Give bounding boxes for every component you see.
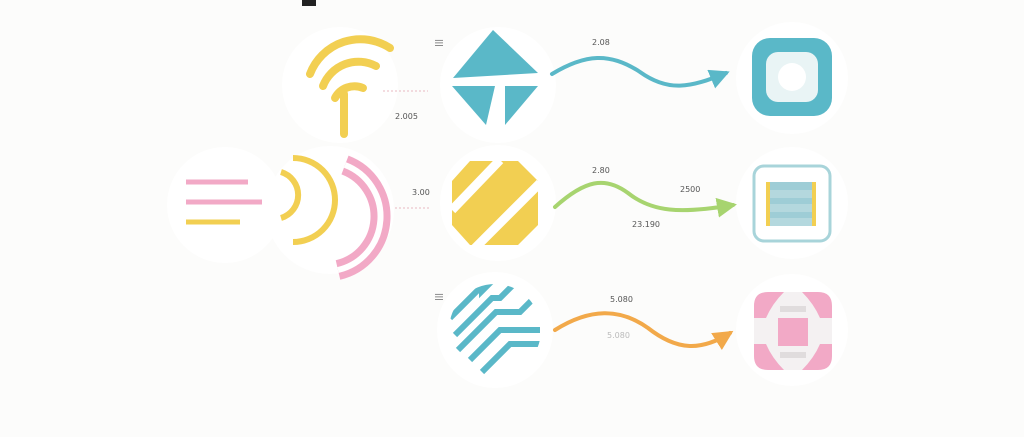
top-mark-label: ||| [434, 39, 443, 47]
striped-octagon-icon [452, 161, 538, 245]
top-bar-mark [302, 0, 316, 6]
striped-panel-icon [752, 164, 832, 243]
mid-bottom-value-label: 23.190 [632, 220, 660, 229]
orange-flow-arrow [553, 311, 734, 351]
horizontal-lines-icon [186, 179, 262, 225]
signal-value-label: 2.005 [395, 112, 418, 121]
rounded-square-frame-icon [752, 38, 832, 116]
broadcast-waves-icon [279, 155, 391, 280]
green-flow-arrow [553, 180, 737, 218]
wifi-signal-icon [306, 35, 394, 138]
pink-cross-square-icon [754, 292, 832, 370]
triangle-split-icon [452, 30, 538, 125]
bottom-top-value-label: 5.080 [610, 295, 633, 304]
mid-left-value-label: 3.00 [412, 188, 430, 197]
mid-top-value-label: 2.80 [592, 166, 610, 175]
bottom-mark-label: ||| [434, 293, 443, 301]
mid-right-value-label: 2500 [680, 185, 700, 194]
teal-flow-arrow [550, 56, 730, 89]
bottom-faint-value-label: 5.080 [607, 331, 630, 340]
top-value-label: 2.08 [592, 38, 610, 47]
